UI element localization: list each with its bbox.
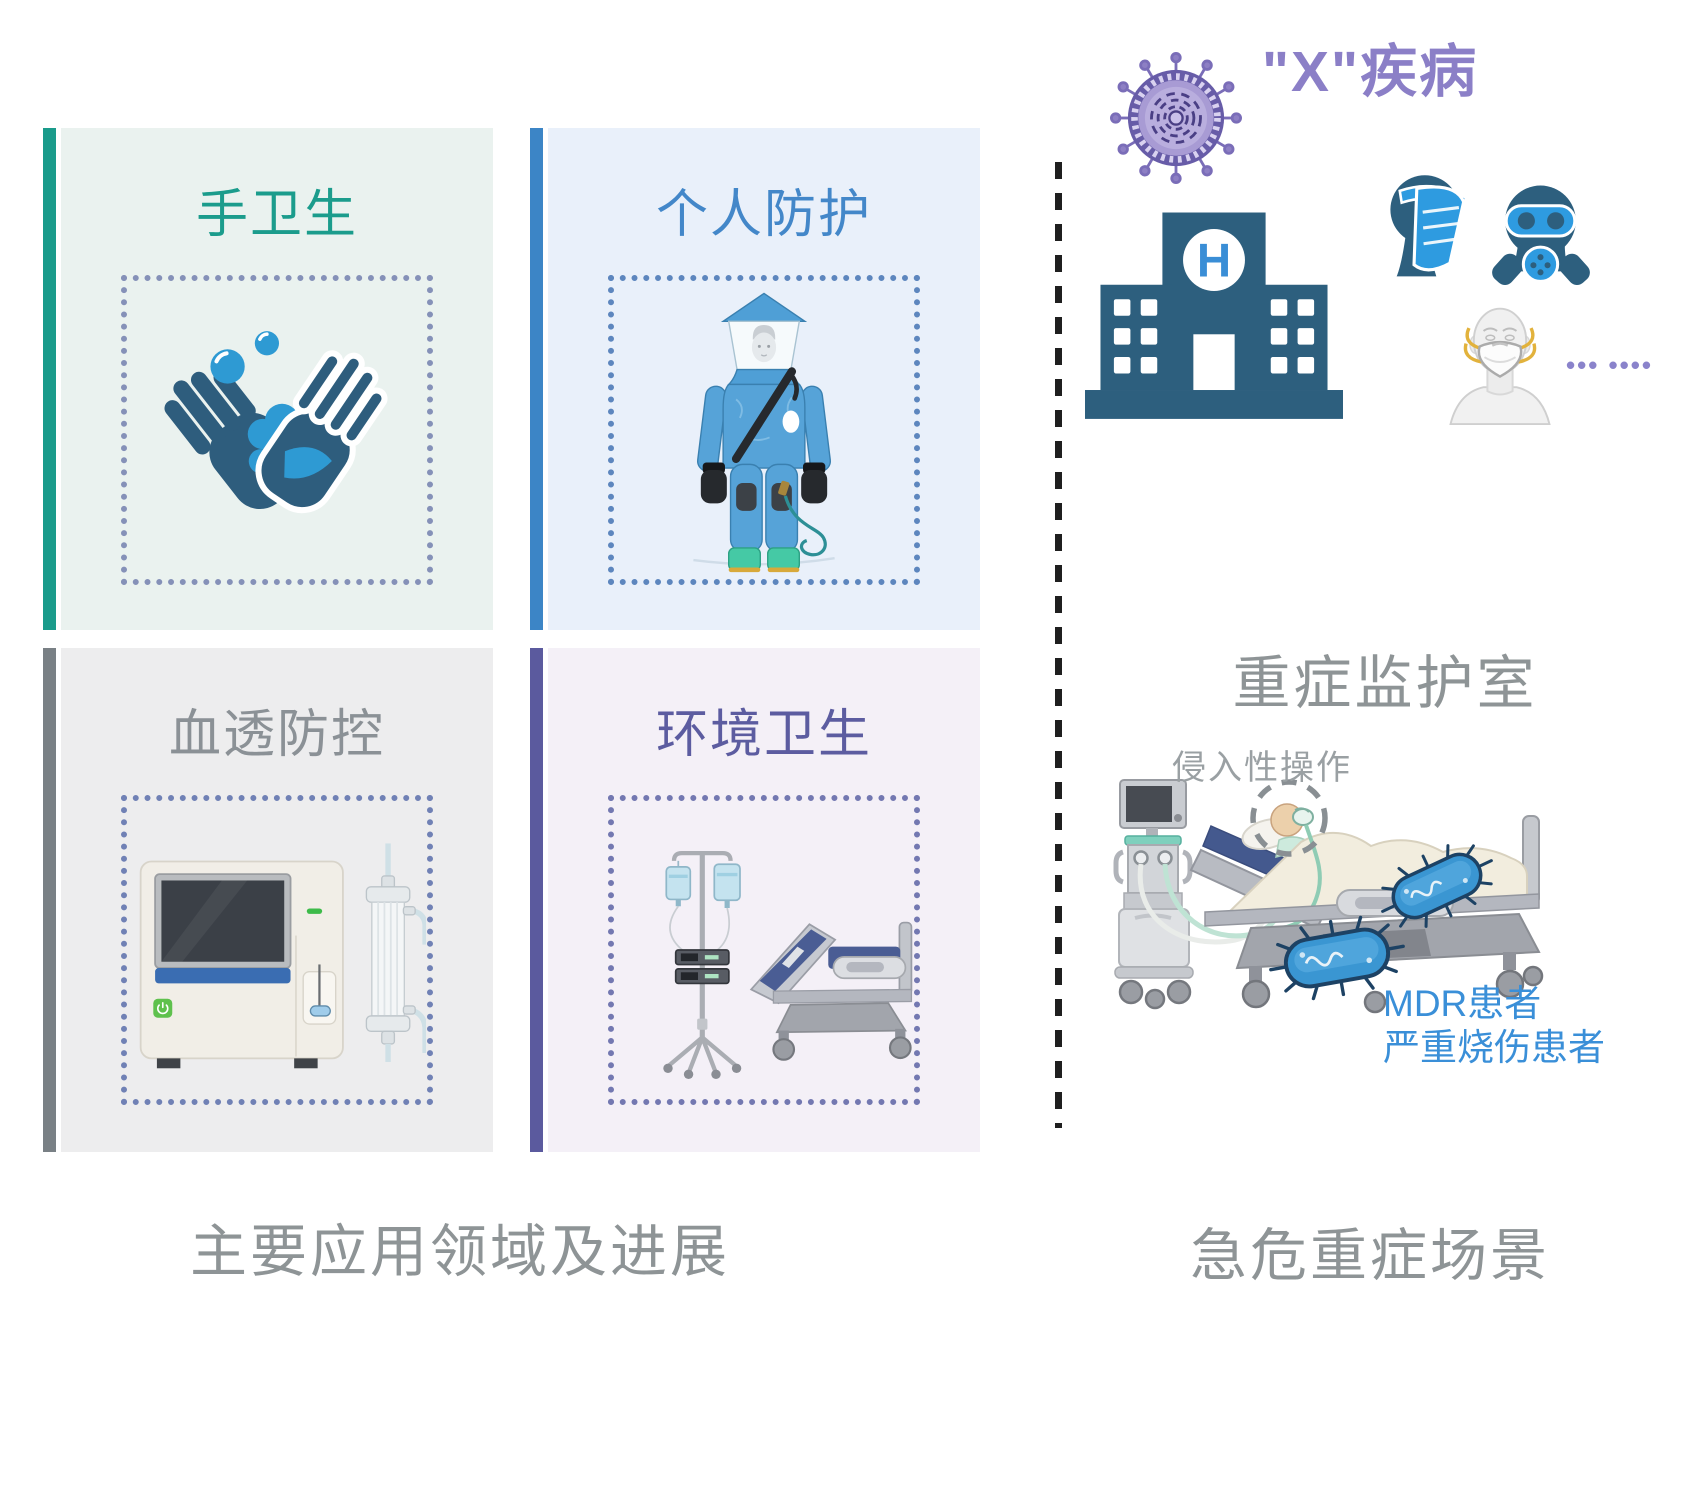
right-cartridge bbox=[1559, 253, 1590, 285]
icu-bed-patient-icon bbox=[1113, 779, 1544, 1014]
invasive-procedure-highlight-circle bbox=[1250, 779, 1328, 857]
boots bbox=[728, 547, 800, 573]
hospital-sign-circle bbox=[1183, 229, 1245, 291]
ventilator-icon bbox=[1113, 779, 1194, 1010]
hospital-letter: H bbox=[1197, 234, 1231, 287]
virus-spikes bbox=[1110, 52, 1242, 184]
icu-title: 重症监护室 bbox=[1232, 651, 1538, 716]
filter bbox=[1521, 245, 1560, 283]
respirator-cup bbox=[1477, 340, 1523, 378]
disease-x-title: "X"疾病 bbox=[1262, 40, 1479, 104]
patient-type-labels: MDR患者 严重烧伤患者 bbox=[1383, 982, 1605, 1069]
neck bbox=[1486, 366, 1514, 396]
card-accent-bar bbox=[43, 128, 56, 630]
card-title-ppe: 个人防护 bbox=[655, 186, 872, 244]
hospital-bed-icon bbox=[663, 851, 913, 1079]
dialysis-machine bbox=[139, 860, 344, 1069]
dotted-frame bbox=[121, 795, 433, 1105]
dialysis-machine-icon bbox=[139, 843, 426, 1069]
shoulder-strap bbox=[731, 367, 799, 463]
soap-on-palm bbox=[284, 447, 332, 479]
card-accent-bar bbox=[530, 128, 543, 630]
left-section-caption: 主要应用领域及进展 bbox=[190, 1220, 730, 1284]
n95-mask-icon bbox=[1449, 307, 1551, 426]
air-hose bbox=[778, 480, 827, 557]
virus-icon bbox=[1110, 52, 1242, 184]
card-accent-bar bbox=[530, 648, 543, 1152]
left-cartridge bbox=[1492, 253, 1523, 285]
card-title-hemodialysis: 血透防控 bbox=[168, 706, 385, 764]
dotted-frame bbox=[608, 795, 920, 1105]
virus-genome bbox=[1150, 92, 1202, 144]
burn-patient-label: 严重烧伤患者 bbox=[1383, 1026, 1605, 1068]
shoulders bbox=[1449, 386, 1551, 426]
goggles bbox=[1504, 204, 1577, 238]
card-background: 环境卫生 bbox=[548, 648, 980, 1152]
section-divider-dashed bbox=[1055, 162, 1062, 1128]
face-shield-icon bbox=[1390, 175, 1468, 277]
mdr-patient-label: MDR患者 bbox=[1383, 983, 1542, 1024]
invasive-procedure-label: 侵入性操作 bbox=[1172, 749, 1352, 787]
card-hemodialysis: 血透防控 bbox=[43, 648, 493, 1152]
ppe-suit-icon bbox=[693, 292, 835, 573]
card-hand-hygiene: 手卫生 bbox=[43, 128, 493, 630]
dialyzer-filter bbox=[365, 843, 426, 1062]
hospital-icon: H bbox=[1085, 212, 1343, 419]
card-accent-bar bbox=[43, 648, 56, 1152]
card-background: 个人防护 bbox=[548, 128, 980, 630]
shield-visor bbox=[1398, 184, 1468, 272]
ground-line bbox=[693, 557, 835, 566]
more-ppe-ellipsis: ••• •••• bbox=[1566, 350, 1653, 380]
oxygen-mask bbox=[1292, 808, 1314, 826]
hospital-bed bbox=[749, 921, 913, 1061]
card-environment: 环境卫生 bbox=[530, 648, 980, 1152]
card-title-hand-hygiene: 手卫生 bbox=[195, 186, 358, 244]
card-title-environment: 环境卫生 bbox=[655, 706, 872, 764]
hospital-windows bbox=[1113, 299, 1315, 374]
card-background: 手卫生 bbox=[61, 128, 493, 630]
card-background: 血透防控 bbox=[61, 648, 493, 1152]
handwashing-icon bbox=[164, 331, 388, 514]
right-section-caption: 急危重症场景 bbox=[1190, 1224, 1550, 1288]
gloves bbox=[700, 462, 828, 504]
iv-stand bbox=[663, 851, 742, 1079]
gas-mask-icon bbox=[1492, 185, 1590, 285]
dotted-frame bbox=[121, 275, 433, 585]
soap-bubbles bbox=[210, 331, 280, 384]
dotted-frame bbox=[608, 275, 920, 585]
chest-badge bbox=[782, 410, 800, 433]
card-ppe: 个人防护 bbox=[530, 128, 980, 630]
hospital-door bbox=[1193, 334, 1235, 391]
respirator-straps bbox=[1463, 327, 1537, 364]
